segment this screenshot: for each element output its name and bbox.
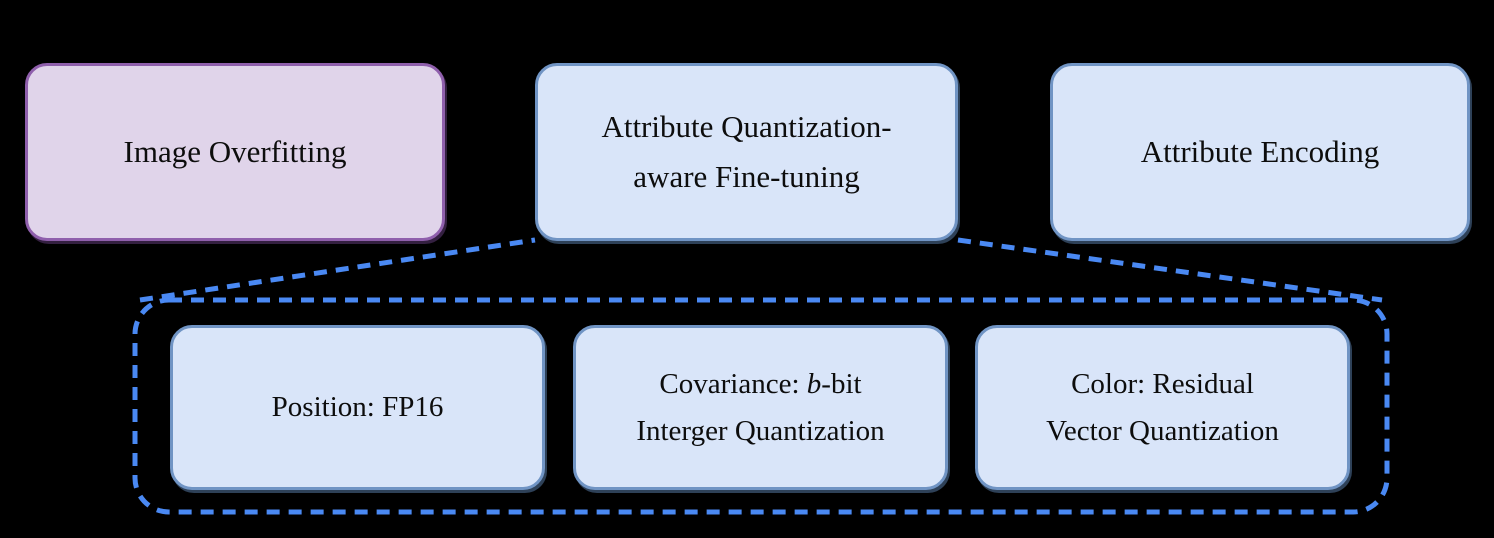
node-color-label-line-1: Color: Residual	[1071, 367, 1254, 400]
node-covariance-label-prefix: Covariance:	[659, 367, 807, 400]
node-image-overfitting-label: Image Overfitting	[123, 133, 347, 169]
node-image-overfitting[interactable]: Image Overfitting	[25, 63, 445, 241]
node-position[interactable]: Position: FP16	[170, 325, 545, 490]
callout-leader-right	[957, 237, 1383, 303]
node-covariance-label-variable: b	[806, 367, 822, 400]
node-covariance-label-line-2: Interger Quantization	[636, 414, 885, 447]
node-aqft-label-line-2: aware Fine-tuning	[633, 159, 860, 194]
node-color[interactable]: Color: Residual Vector Quantization	[975, 325, 1350, 490]
node-covariance-label-line-1: Covariance: b-bit	[659, 361, 861, 408]
node-position-label: Position: FP16	[271, 391, 444, 424]
node-attribute-encoding-label: Attribute Encoding	[1140, 133, 1380, 169]
node-attribute-encoding[interactable]: Attribute Encoding	[1050, 63, 1470, 241]
node-covariance-label-suffix: -bit	[821, 367, 862, 400]
node-aqft-label-line-1: Attribute Quantization-	[601, 108, 892, 144]
node-attribute-quantization-aware-fine-tuning[interactable]: Attribute Quantization- aware Fine-tunin…	[535, 63, 958, 241]
node-color-label-line-2: Vector Quantization	[1046, 414, 1279, 447]
node-covariance[interactable]: Covariance: b-bit Interger Quantization	[573, 325, 948, 490]
callout-leader-left	[139, 237, 536, 303]
